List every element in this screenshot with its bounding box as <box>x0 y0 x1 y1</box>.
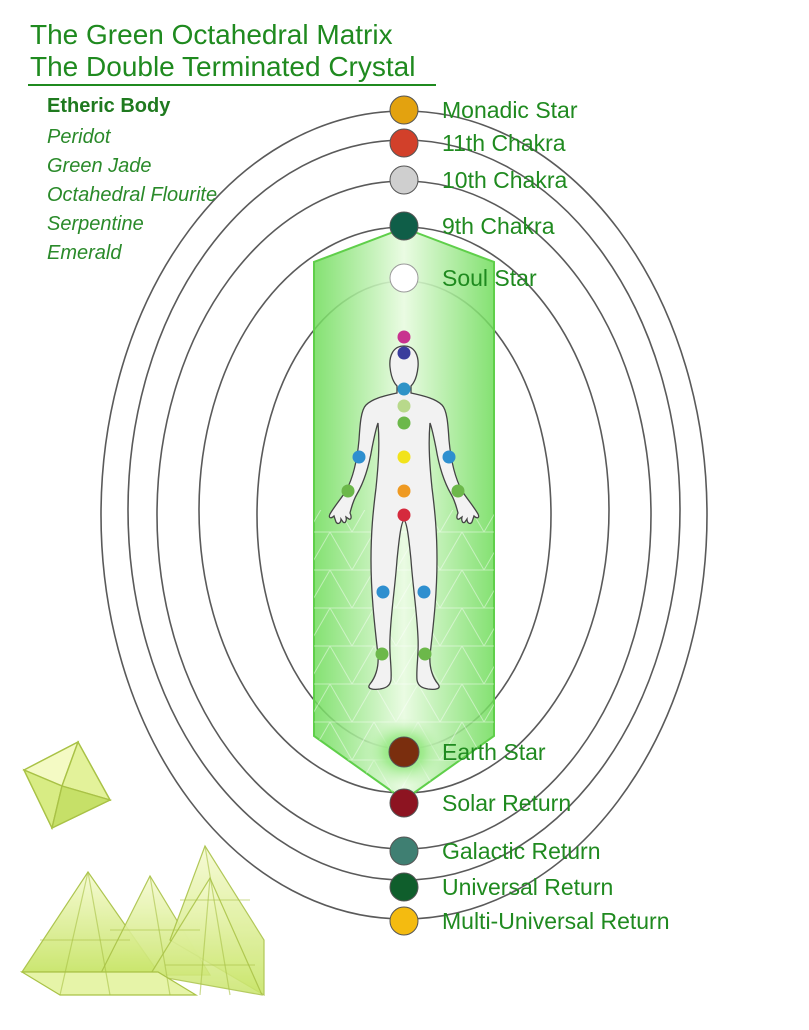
joint-points <box>341 450 465 661</box>
pyramid-crystal-cluster <box>19 844 265 997</box>
body-chakra-throat <box>397 382 411 396</box>
body-chakra-root <box>397 508 411 522</box>
hand-point <box>451 484 465 498</box>
etheric-body-panel: Etheric Body Peridot Green Jade Octahedr… <box>47 94 217 268</box>
earth-star-label: Earth Star <box>442 739 546 765</box>
stone-item: Peridot <box>47 126 111 148</box>
stone-item: Serpentine <box>47 213 144 235</box>
soul-star-label: Soul Star <box>442 265 537 291</box>
soul-star-circle <box>389 263 419 293</box>
9th-chakra-circle <box>389 211 419 241</box>
knee-point <box>376 585 390 599</box>
wrist-point <box>352 450 366 464</box>
multi-universal-return-circle <box>389 906 419 936</box>
chakra-points: Monadic Star 11th Chakra 10th Chakra 9th Ch… <box>388 95 670 936</box>
galactic-return-label: Galactic Return <box>442 838 601 864</box>
monadic-star-label: Monadic Star <box>442 97 578 123</box>
10th-chakra-circle <box>389 165 419 195</box>
stone-item: Emerald <box>47 242 122 264</box>
10th-chakra-label: 10th Chakra <box>442 167 568 193</box>
monadic-star-circle <box>389 95 419 125</box>
body-chakra-third-eye <box>397 346 411 360</box>
body-chakra-crown <box>397 330 411 344</box>
body-chakra-heart <box>397 416 411 430</box>
11th-chakra-circle <box>389 128 419 158</box>
title-line-1: The Green Octahedral Matrix <box>30 19 393 50</box>
solar-return-label: Solar Return <box>442 790 571 816</box>
ankle-point <box>375 647 389 661</box>
multi-universal-return-label: Multi-Universal Return <box>442 908 670 934</box>
knee-point <box>417 585 431 599</box>
title-underline <box>28 84 436 86</box>
octahedron-stone <box>22 740 112 831</box>
body-chakra-sacral <box>397 484 411 498</box>
earth-star-circle <box>388 736 420 768</box>
hand-point <box>341 484 355 498</box>
stone-item: Octahedral Flourite <box>47 184 218 206</box>
stone-list: Peridot Green Jade Octahedral Flourite S… <box>47 123 217 268</box>
body-chakras <box>397 330 411 522</box>
stone-item: Green Jade <box>47 155 152 177</box>
body-chakra-solar-plexus <box>397 450 411 464</box>
universal-return-label: Universal Return <box>442 874 613 900</box>
solar-return-circle <box>389 788 419 818</box>
wrist-point <box>442 450 456 464</box>
etheric-body-heading: Etheric Body <box>47 95 171 117</box>
9th-chakra-label: 9th Chakra <box>442 213 555 239</box>
11th-chakra-label: 11th Chakra <box>442 130 566 156</box>
body-chakra-thymus <box>397 399 411 413</box>
ankle-point <box>418 647 432 661</box>
galactic-return-circle <box>389 836 419 866</box>
title-line-2: The Double Terminated Crystal <box>30 51 416 82</box>
universal-return-circle <box>389 872 419 902</box>
